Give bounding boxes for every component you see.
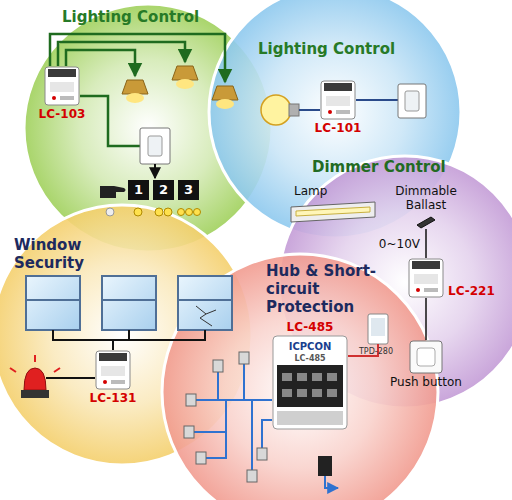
wire <box>46 377 95 379</box>
device-module: LC-221 <box>408 258 495 298</box>
level-display <box>100 180 201 216</box>
wall-switch <box>398 84 426 118</box>
label-anchor: TPD-280 <box>356 346 396 357</box>
label-anchor: 0~10V <box>379 237 420 251</box>
pendant-lamps <box>122 66 238 109</box>
part-name: LC-485 <box>278 353 342 364</box>
lamp-drawing <box>288 199 378 225</box>
sensor-network <box>194 364 272 470</box>
wire-connector <box>425 298 427 340</box>
label-anchor: 3 <box>178 182 199 198</box>
sensor-devices <box>184 352 267 482</box>
light-bulb <box>261 95 299 125</box>
section-heading: Hub & Short-circuit Protection <box>266 252 396 316</box>
part-label: Dimmable Ballast <box>388 184 464 212</box>
device-module: LC-103 <box>32 66 92 121</box>
part-label: LC-103 <box>39 107 86 121</box>
sensor-loop <box>53 330 205 350</box>
power-module <box>318 456 332 476</box>
part-label: LC-221 <box>448 284 495 298</box>
hub-device: LC-485 <box>270 320 350 430</box>
section-heading: Dimmer Control <box>312 154 472 176</box>
module-drawing <box>320 80 356 120</box>
wire <box>356 99 398 101</box>
part-name: TPD-280 <box>356 346 396 357</box>
lamp-wires <box>50 34 225 146</box>
device-module: LC-101 <box>308 80 368 135</box>
alarm-beacon <box>10 355 60 398</box>
module-drawing <box>95 350 131 390</box>
wire-connector <box>425 229 427 258</box>
section-heading: Lighting Control <box>258 0 428 58</box>
section-heading: Window Security <box>14 203 109 272</box>
level-number: 1 <box>128 182 149 198</box>
part-label: Lamp <box>288 184 327 198</box>
part-label: Push button <box>390 375 462 389</box>
signal-label: 0~10V <box>379 237 420 251</box>
label-anchor: LC-485 <box>278 353 342 364</box>
ballast-drawing <box>415 215 437 229</box>
part-label: LC-485 <box>287 320 334 334</box>
section-heading: Lighting Control <box>62 2 232 26</box>
wire <box>299 109 320 111</box>
part-label: LC-131 <box>90 391 137 405</box>
arrow <box>154 164 156 178</box>
wall-switch <box>140 128 170 164</box>
label-anchor: 1 <box>128 182 149 198</box>
brand-logo: ICPCON <box>278 340 342 353</box>
label-anchor: 2 <box>153 182 174 198</box>
label-anchor: ICPCON <box>278 340 342 353</box>
module-drawing <box>44 66 80 106</box>
arrow <box>325 476 338 488</box>
module-drawing <box>408 258 444 298</box>
level-number: 3 <box>178 182 199 198</box>
part-label: LC-101 <box>315 121 362 135</box>
dimmable-ballast: Dimmable Ballast <box>388 184 464 229</box>
touch-panel <box>368 314 388 344</box>
button-drawing <box>409 340 443 374</box>
level-number: 2 <box>153 182 174 198</box>
wire <box>348 344 378 356</box>
lamp-fixture: Lamp <box>288 184 380 225</box>
windows <box>26 276 232 330</box>
